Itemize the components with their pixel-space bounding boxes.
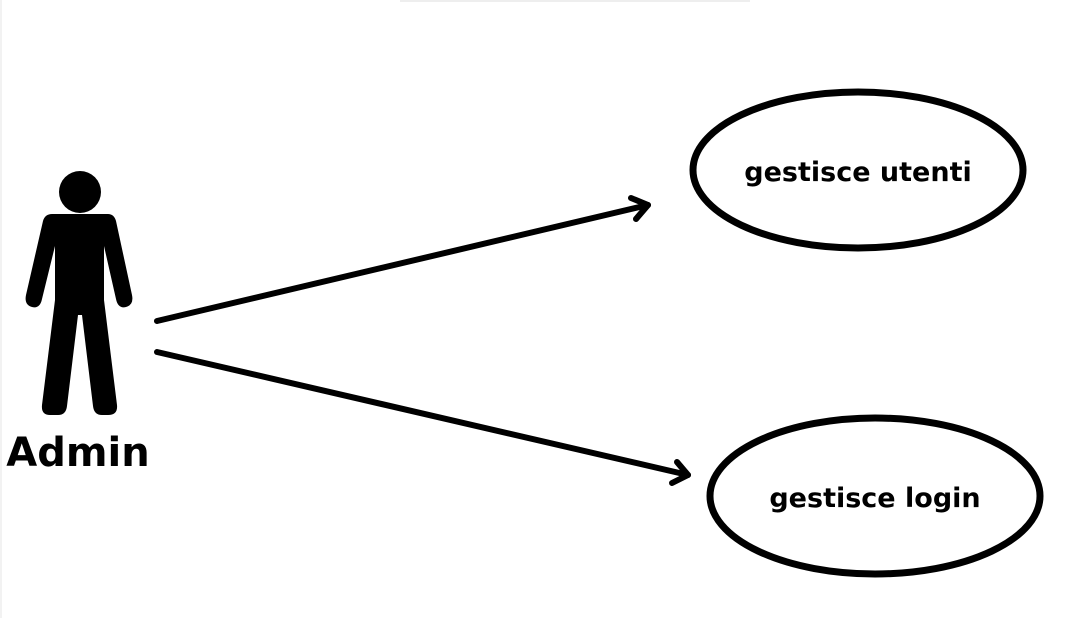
person-icon [25, 171, 133, 415]
association-arrow-1 [154, 195, 651, 324]
actor-label: Admin [6, 430, 149, 476]
association-arrow-2 [154, 349, 691, 486]
use-case-gestisce-login: gestisce login [706, 414, 1044, 578]
use-case-label-1: gestisce utenti [744, 157, 971, 188]
use-case-gestisce-utenti: gestisce utenti [689, 88, 1027, 252]
use-case-label-2: gestisce login [769, 483, 980, 514]
